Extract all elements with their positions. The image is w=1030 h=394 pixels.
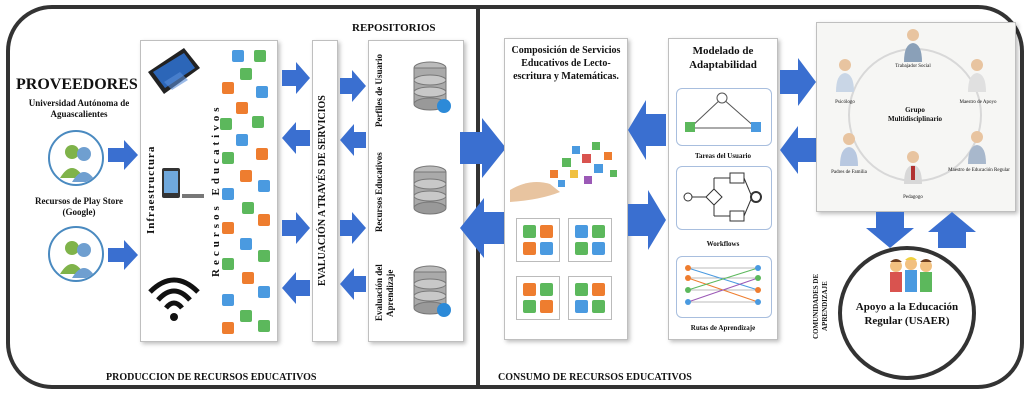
support-teacher-label: Maestro de Apoyo <box>959 100 997 105</box>
production-consumption-arrows <box>460 118 506 258</box>
tablet-icon <box>148 48 200 94</box>
composition-title: Composición de Servicios Educativos de L… <box>511 45 621 82</box>
adaptability-title: Modelado de Adaptabilidad <box>689 45 757 71</box>
pedagogue-icon <box>904 151 922 184</box>
providers-title: PROVEEDORES <box>16 76 138 93</box>
user-tasks-box <box>676 88 772 146</box>
repo-learning-evaluation-db-icon <box>413 265 451 317</box>
eval-repo-arrows <box>340 70 366 300</box>
children-icon <box>890 257 932 292</box>
infra-eval-arrows <box>282 62 310 304</box>
social-worker-icon <box>904 29 922 62</box>
psychologist-label: Psicólogo <box>835 100 855 105</box>
support-teacher-icon <box>968 59 986 92</box>
composition-hand-icon <box>510 142 617 202</box>
workflows-label: Workflows <box>706 240 740 248</box>
wifi-icon <box>148 277 200 321</box>
user-tasks-label: Tareas del Usuario <box>694 152 751 160</box>
pedagogue-label: Pedagogo <box>903 195 923 200</box>
group-usaer-arrows <box>866 212 976 248</box>
repo-user-profiles-label: Perfiles de Usuario <box>374 54 384 128</box>
consumption-section-label: CONSUMO DE RECURSOS EDUCATIVOS <box>498 372 692 383</box>
user-tasks-graph-icon <box>685 92 761 132</box>
provider-playstore-icon <box>48 226 104 282</box>
provider-uaa-icon <box>48 130 104 186</box>
social-worker-label: Trabajador Social <box>895 64 931 69</box>
repo-user-profiles-db-icon <box>413 61 451 113</box>
provider-arrow-bottom <box>108 240 138 270</box>
parents-icon <box>840 133 858 166</box>
learning-routes-box <box>676 256 772 318</box>
phone-icon <box>162 168 204 198</box>
evaluation-services-label: EVALUACIÓN A TRAVÉS DE SERVICIOS <box>317 95 328 287</box>
repo-learning-evaluation-label: Evaluación del Aprendizaje <box>374 264 395 322</box>
psychologist-icon <box>836 59 854 92</box>
composition-service-cell-1 <box>516 218 560 262</box>
provider-playstore-label: Recursos de Play Store (Google) <box>34 196 124 217</box>
composition-service-cell-3 <box>516 276 560 320</box>
parents-label: Padres de Familia <box>831 170 867 175</box>
production-section-label: PRODUCCION DE RECURSOS EDUCATIVOS <box>106 372 317 383</box>
repositories-title: REPOSITORIOS <box>352 22 436 34</box>
regular-teacher-icon <box>968 131 986 164</box>
learning-communities-label: COMUNIDADES DE APRENDIZAJE <box>812 273 829 339</box>
usaer-label: Apoyo a la Educación Regular (USAER) <box>855 301 959 327</box>
adaptability-group-arrows <box>780 58 816 174</box>
learning-routes-graph-icon <box>685 265 761 305</box>
provider-uaa-label: Universidad Autónoma de Aguascalientes <box>28 98 130 119</box>
learning-routes-label: Rutas de Aprendizaje <box>690 324 756 332</box>
composition-adaptability-arrows <box>628 100 666 250</box>
section-divider <box>476 5 480 389</box>
usaer-circle <box>838 246 976 380</box>
composition-service-cell-2 <box>568 218 612 262</box>
provider-arrow-top <box>108 140 138 170</box>
workflows-graph-icon <box>683 172 762 222</box>
group-title: Grupo Multidisciplinario <box>887 106 943 123</box>
composition-service-cell-4 <box>568 276 612 320</box>
repo-educational-resources-label: Recursos Educativos <box>374 152 384 232</box>
workflows-box <box>676 166 772 230</box>
repo-educational-resources-db-icon <box>413 165 447 215</box>
infrastructure-label: Infraestructura <box>145 145 157 235</box>
regular-teacher-label: Maestro de Educación Regular <box>948 168 1010 173</box>
evaluation-services-panel <box>312 40 338 342</box>
diagram-frame <box>6 5 1024 389</box>
